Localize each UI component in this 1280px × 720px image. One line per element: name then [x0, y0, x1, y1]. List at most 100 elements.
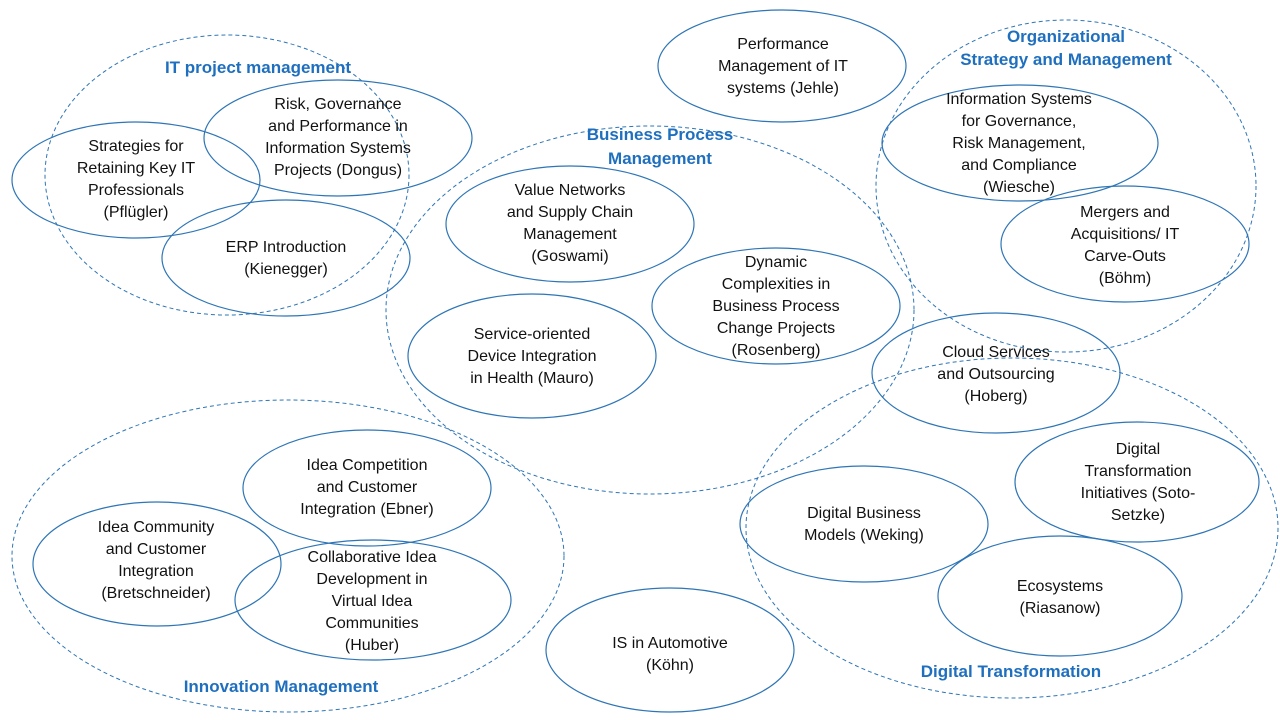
cluster-label-line: Digital Transformation [921, 662, 1101, 681]
cluster-label-it-project-management: IT project management [165, 58, 351, 77]
cluster-label-innovation-management: Innovation Management [184, 677, 379, 696]
topic-label-line: Acquisitions/ IT [1071, 226, 1180, 243]
cluster-label-line: Innovation Management [184, 677, 379, 696]
topic-ellipse-strategies-retaining [11, 121, 261, 239]
topic-label-line: (Hoberg) [964, 388, 1027, 405]
topic-label-line: for Governance, [962, 113, 1077, 130]
topic-label-line: Models (Weking) [804, 527, 924, 544]
topic-ellipse-risk-governance [203, 79, 473, 197]
topic-label-ecosystems: Ecosystems (Riasanow) [1017, 578, 1103, 617]
topic-label-line: Change Projects [717, 320, 835, 337]
topic-label-line: (Köhn) [646, 657, 694, 674]
topic-label-line: Service-oriented [474, 326, 591, 343]
topic-label-line: Setzke) [1111, 507, 1165, 524]
topic-label-line: (Pflügler) [104, 204, 169, 221]
topic-label-line: Integration (Ebner) [300, 501, 433, 518]
topic-label-line: Dynamic [745, 254, 807, 271]
topic-label-line: Risk Management, [952, 135, 1085, 152]
topic-label-line: and Supply Chain [507, 204, 633, 221]
topic-label-line: Virtual Idea [332, 593, 413, 610]
topic-label-line: and Customer [317, 479, 418, 496]
topic-label-line: and Outsourcing [937, 366, 1054, 383]
topic-label-line: Professionals [88, 182, 184, 199]
topic-label-line: Management of IT [718, 58, 848, 75]
topic-label-line: Development in [316, 571, 427, 588]
topic-ellipse-performance-management [657, 9, 907, 123]
topic-ellipse-erp-introduction [161, 199, 411, 317]
topic-label-line: and Customer [106, 541, 207, 558]
topic-label-line: Digital Business [807, 505, 921, 522]
topic-label-line: Mergers and [1080, 204, 1170, 221]
topic-label-line: IS in Automotive [612, 635, 728, 652]
topic-label-line: Information Systems [946, 91, 1092, 108]
topic-label-line: (Goswami) [531, 248, 608, 265]
topic-ellipse-dynamic-complexities [651, 247, 901, 365]
topic-label-line: Collaborative Idea [308, 549, 437, 566]
topic-label-cloud-services: Cloud Services and Outsourcing (Hoberg) [937, 344, 1054, 405]
topic-label-line: and Performance in [268, 118, 408, 135]
topic-ellipse-value-networks [445, 165, 695, 283]
topic-label-line: Communities [325, 615, 418, 632]
topic-label-line: (Böhm) [1099, 270, 1151, 287]
topic-label-is-automotive: IS in Automotive (Köhn) [612, 635, 728, 674]
topic-label-line: Risk, Governance [274, 96, 401, 113]
topic-label-line: Ecosystems [1017, 578, 1103, 595]
topic-label-line: (Riasanow) [1020, 600, 1101, 617]
topic-label-line: Transformation [1085, 463, 1192, 480]
topic-label-line: Carve-Outs [1084, 248, 1166, 265]
topic-label-line: Idea Competition [307, 457, 428, 474]
topic-label-line: Integration [118, 563, 194, 580]
cluster-label-digital-transformation: Digital Transformation [921, 662, 1101, 681]
topic-ellipse-idea-competition [242, 429, 492, 547]
topic-label-line: in Health (Mauro) [470, 370, 594, 387]
topic-label-line: (Bretschneider) [101, 585, 210, 602]
cluster-label-line: Strategy and Management [960, 50, 1172, 69]
topic-labels: Risk, Governance and Performance in Inform… [77, 36, 1196, 674]
topic-label-line: (Kienegger) [244, 261, 328, 278]
cluster-label-line: Organizational [1007, 27, 1125, 46]
topic-label-line: (Rosenberg) [732, 342, 821, 359]
cluster-label-line: Management [608, 149, 712, 168]
topic-ellipse-service-oriented [407, 293, 657, 419]
topic-label-line: Projects (Dongus) [274, 162, 402, 179]
topic-label-line: Business Process [712, 298, 839, 315]
cluster-ellipse-business-process-management [385, 125, 915, 495]
topic-label-line: Value Networks [515, 182, 626, 199]
topic-label-line: Digital [1116, 441, 1160, 458]
topic-label-line: Strategies for [88, 138, 184, 155]
topic-label-line: Performance [737, 36, 829, 53]
topic-label-line: Management [523, 226, 617, 243]
topic-label-line: Complexities in [722, 276, 830, 293]
topic-label-line: Information Systems [265, 140, 411, 157]
cluster-label-line: IT project management [165, 58, 351, 77]
topic-ellipse-digital-business-models [739, 465, 989, 583]
cluster-ellipse-it-project-management [44, 34, 410, 316]
topic-label-line: systems (Jehle) [727, 80, 839, 97]
cluster-ellipses [11, 19, 1279, 713]
topic-label-line: Device Integration [468, 348, 597, 365]
topic-label-line: Initiatives (Soto- [1081, 485, 1196, 502]
topic-label-line: Cloud Services [942, 344, 1050, 361]
topic-ellipse-ecosystems [937, 535, 1183, 657]
topic-label-line: ERP Introduction [226, 239, 347, 256]
topic-ellipse-information-systems-governance [881, 84, 1159, 202]
cluster-ellipse-innovation-management [11, 399, 565, 713]
topic-label-line: Idea Community [98, 519, 215, 536]
topic-ellipses [11, 9, 1260, 713]
topic-label-line: (Huber) [345, 637, 399, 654]
topic-label-line: Retaining Key IT [77, 160, 196, 177]
topic-ellipse-mergers-acquisitions [1000, 185, 1250, 303]
